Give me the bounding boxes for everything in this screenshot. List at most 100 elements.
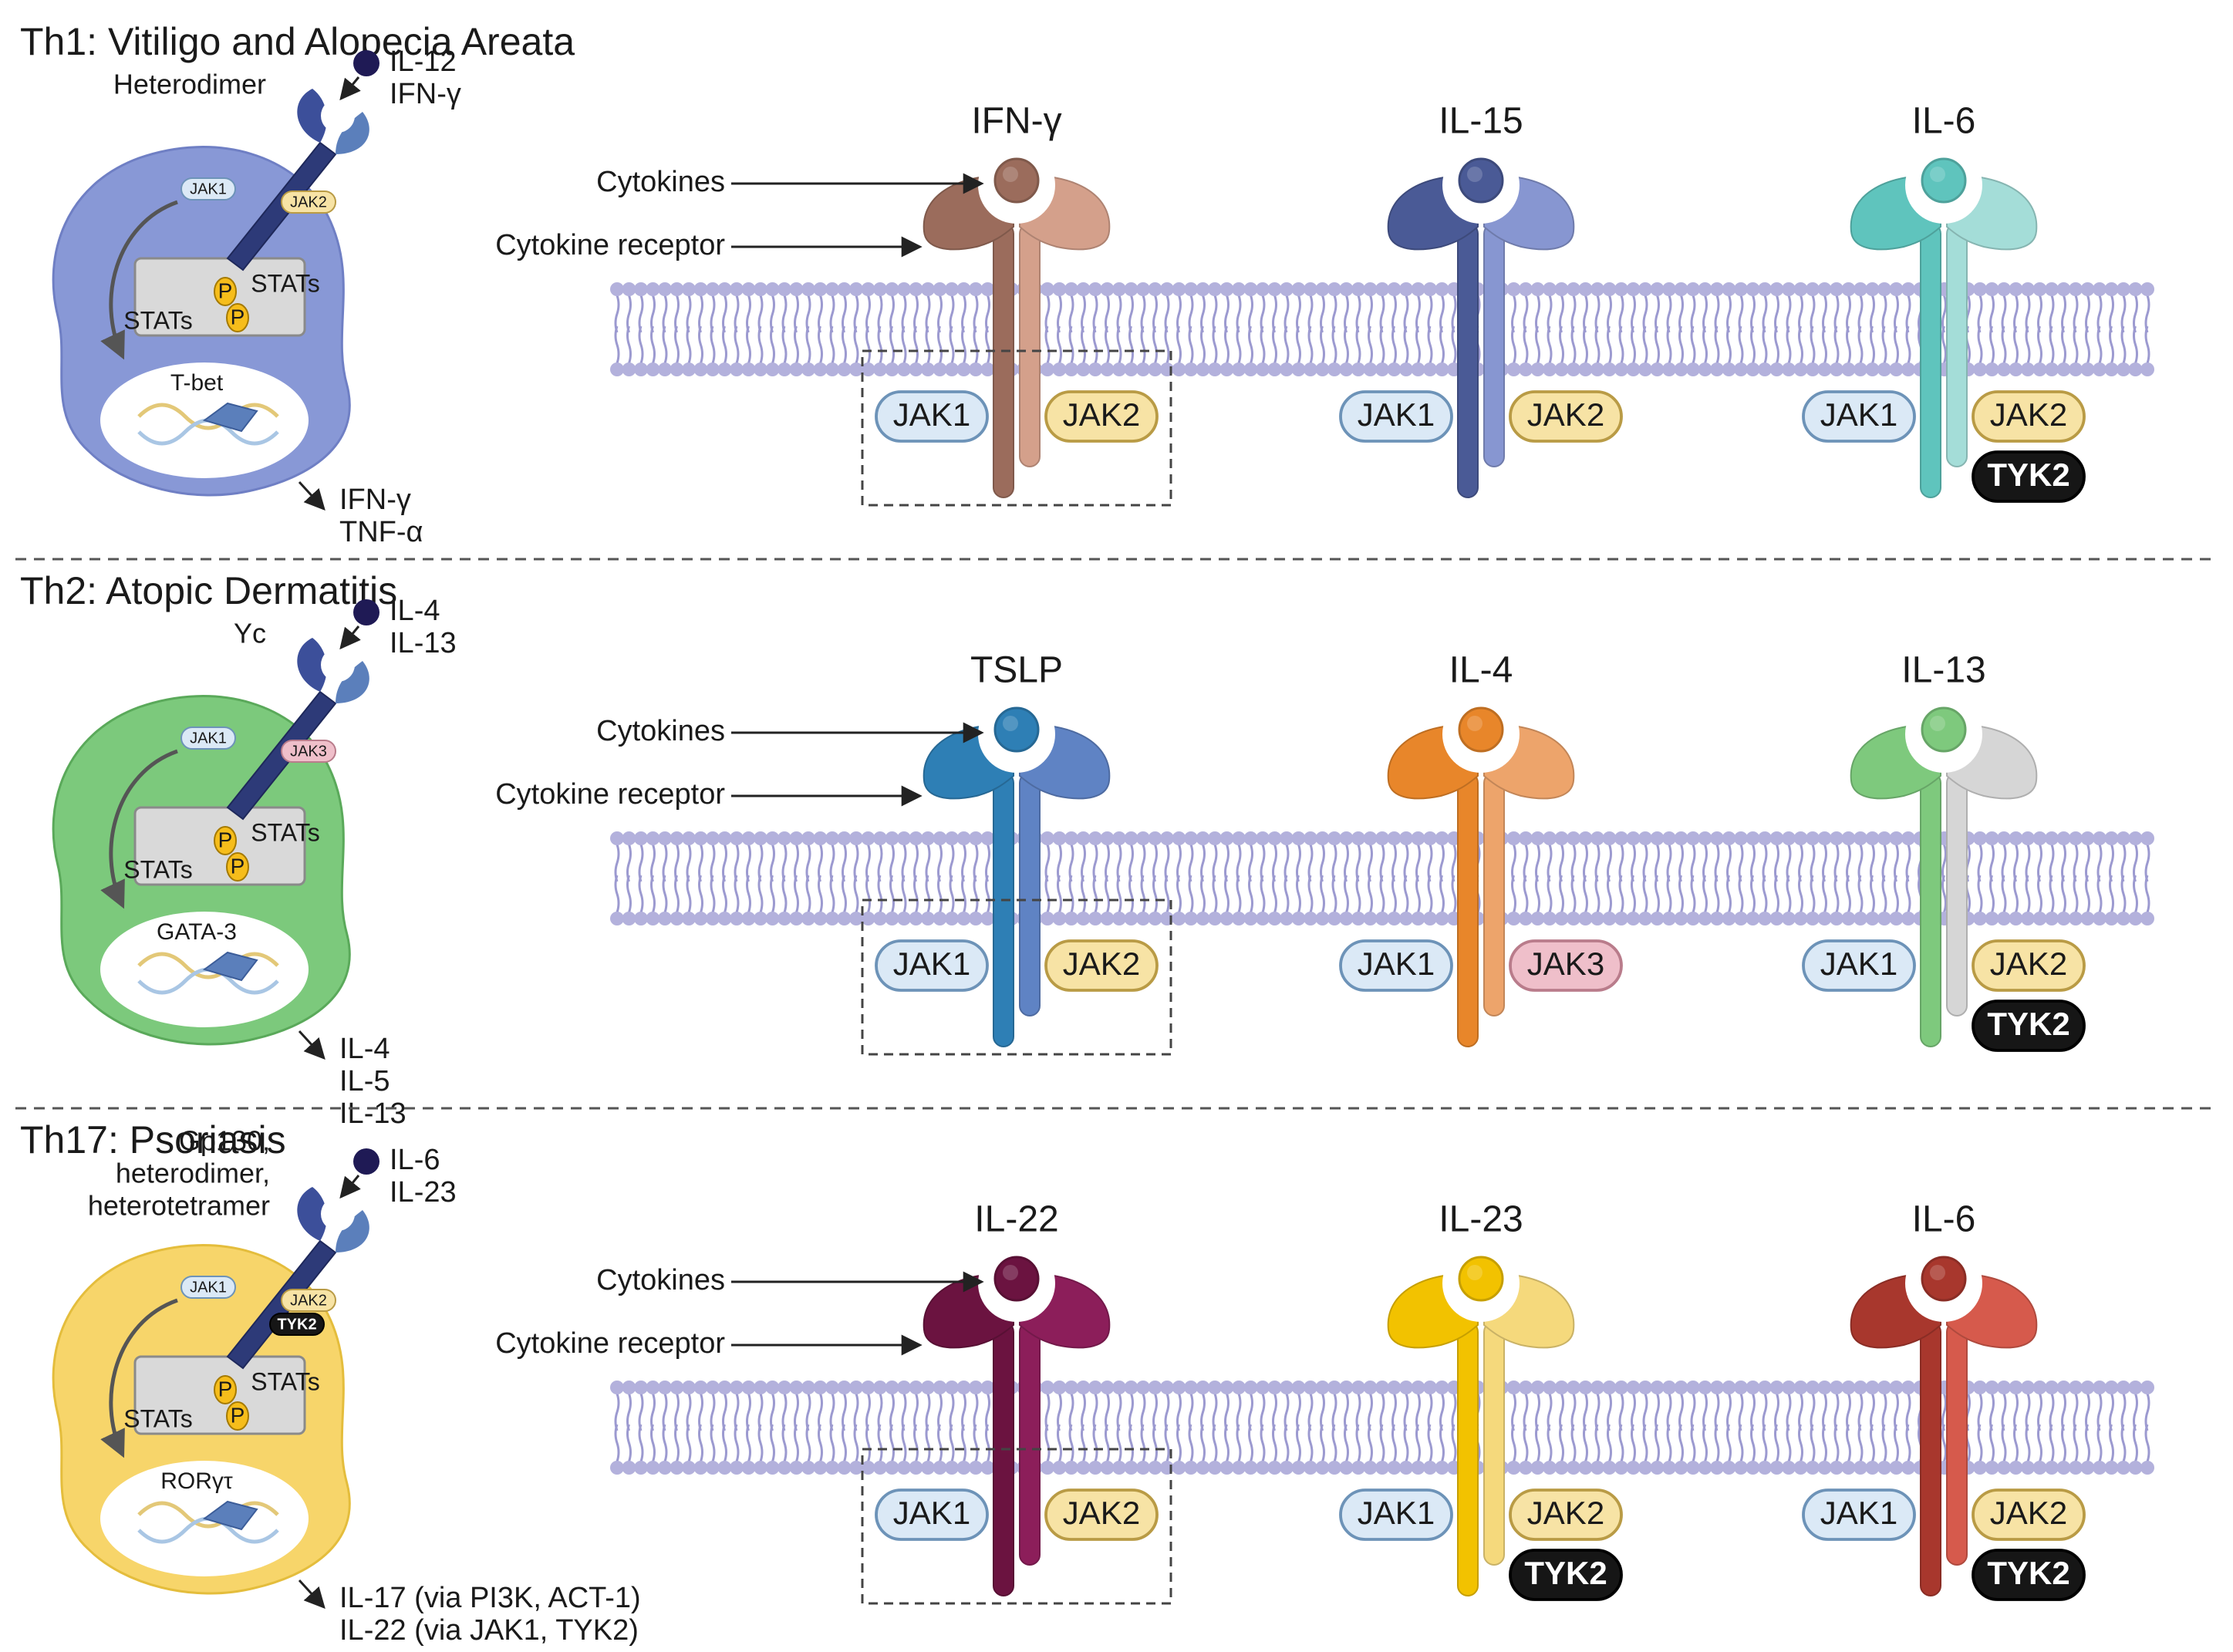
- lipid-head: [778, 362, 791, 376]
- lipid-head: [1339, 1381, 1354, 1394]
- tyk2-pill: TYK2: [1972, 1549, 2086, 1601]
- lipid-head: [622, 1381, 636, 1394]
- lipid-head: [2128, 282, 2143, 296]
- lipid-head: [1519, 1461, 1533, 1475]
- lipid-head: [813, 362, 828, 376]
- lipid-head: [2140, 1381, 2154, 1394]
- lipid-head: [1746, 1461, 1760, 1475]
- jak1-pill-shape: [875, 390, 989, 443]
- lipid-head: [1746, 362, 1760, 376]
- cytokine-ligand: [1921, 1256, 1967, 1302]
- section-title: Th2: Atopic Dermatitis: [20, 569, 397, 612]
- lipid-head: [1112, 1461, 1126, 1475]
- lipid-head: [1506, 282, 1521, 296]
- lipid-head: [1267, 1461, 1282, 1475]
- lipid-head: [1817, 1461, 1832, 1475]
- lipid-head: [1674, 912, 1688, 925]
- cell-jak1-badge-label: JAK1: [190, 1279, 227, 1296]
- ligand-arrow: [339, 76, 361, 101]
- lipid-head: [1614, 282, 1628, 296]
- cytokines-callout: Cytokines: [596, 1264, 725, 1296]
- lipid-head: [909, 282, 923, 296]
- cell-jak-right-badge-label: JAK3: [290, 743, 327, 760]
- lipid-head: [1435, 1381, 1449, 1394]
- jak1-pill-shape: [1339, 1488, 1453, 1541]
- lipid-head: [1614, 1461, 1628, 1475]
- jak-right-pill-label: JAK2: [1527, 396, 1604, 433]
- lipid-head: [969, 1381, 983, 1394]
- lipid-head: [1901, 1381, 1915, 1394]
- cell-tyk2-badge-shape: [269, 1313, 325, 1336]
- lipid-head: [897, 362, 911, 376]
- lipid-head: [1626, 1381, 1641, 1394]
- lipid-head: [1411, 1461, 1425, 1475]
- lipid-head: [1554, 282, 1569, 296]
- lipid-head: [1567, 1381, 1580, 1394]
- receptor-chain-left: [1457, 1321, 1479, 1596]
- lipid-head: [861, 912, 875, 925]
- lipid-head: [1841, 831, 1856, 845]
- lipid-head: [1148, 831, 1162, 845]
- lipid-head: [634, 831, 648, 845]
- lipid-head: [1854, 282, 1867, 296]
- lipid-head: [1076, 1461, 1091, 1475]
- cell-tyk2-badge: TYK2: [269, 1313, 325, 1336]
- lipid-head: [849, 1381, 863, 1394]
- lipid-head: [1734, 282, 1748, 296]
- lipid-head: [1327, 1381, 1341, 1394]
- jak1-pill-label: JAK1: [1358, 946, 1435, 982]
- lipid-head: [861, 831, 875, 845]
- lipid-head: [1841, 912, 1856, 925]
- lipid-head: [1698, 362, 1712, 376]
- lipid-head: [1041, 282, 1054, 296]
- lipid-head: [693, 362, 708, 376]
- lipid-head: [1854, 1461, 1867, 1475]
- lipid-head: [1387, 1461, 1402, 1475]
- lipid-head: [1997, 831, 2011, 845]
- lipid-head: [1219, 1381, 1234, 1394]
- jak-right-pill-shape: [1972, 939, 2086, 992]
- lipid-head: [1196, 362, 1210, 376]
- ligand-highlight: [1930, 1265, 1945, 1280]
- lipid-head: [1363, 912, 1378, 925]
- lipid-head: [1112, 282, 1126, 296]
- lipid-head: [1160, 831, 1174, 845]
- jak-right-pill-shape: [1044, 390, 1159, 443]
- lipid-head: [1124, 831, 1138, 845]
- transcription-factor-shape: [202, 1500, 258, 1531]
- lipid-head: [634, 282, 648, 296]
- secreted-cytokine-label: IFN-γ: [339, 484, 411, 516]
- cytokine-ligand: [993, 706, 1040, 753]
- cytokine-name: IFN-γ: [971, 101, 1061, 142]
- phospho-label: P: [218, 828, 233, 851]
- receptor-lobe-a: [297, 638, 327, 692]
- lipid-head: [2009, 1381, 2023, 1394]
- lipid-head: [1519, 362, 1533, 376]
- lipid-head: [1602, 1381, 1617, 1394]
- lipid-head: [1567, 912, 1580, 925]
- lipid-head: [1578, 1461, 1593, 1475]
- lipid-head: [622, 282, 636, 296]
- cell-jak1-badge: JAK1: [180, 727, 236, 750]
- lipid-head: [1901, 831, 1915, 845]
- lipid-head: [1758, 831, 1772, 845]
- lipid-head: [1291, 362, 1306, 376]
- jak-right-pill: JAK2: [1972, 939, 2086, 992]
- jak1-pill-shape: [875, 1488, 989, 1541]
- receptor-chain-right: [1019, 1321, 1041, 1566]
- lipid-head: [849, 1461, 863, 1475]
- lipid-head: [1399, 831, 1413, 845]
- lipid-head: [1148, 1381, 1162, 1394]
- lipid-head: [1973, 282, 1987, 296]
- lipid-head: [2069, 1461, 2083, 1475]
- lipid-head: [1567, 282, 1580, 296]
- lipid-head: [1148, 1461, 1162, 1475]
- lipid-head: [1435, 282, 1449, 296]
- cell-jak1-badge-shape: [180, 177, 236, 201]
- lipid-head: [717, 912, 732, 925]
- lipid-head: [1997, 362, 2011, 376]
- jak1-pill-label: JAK1: [893, 946, 970, 982]
